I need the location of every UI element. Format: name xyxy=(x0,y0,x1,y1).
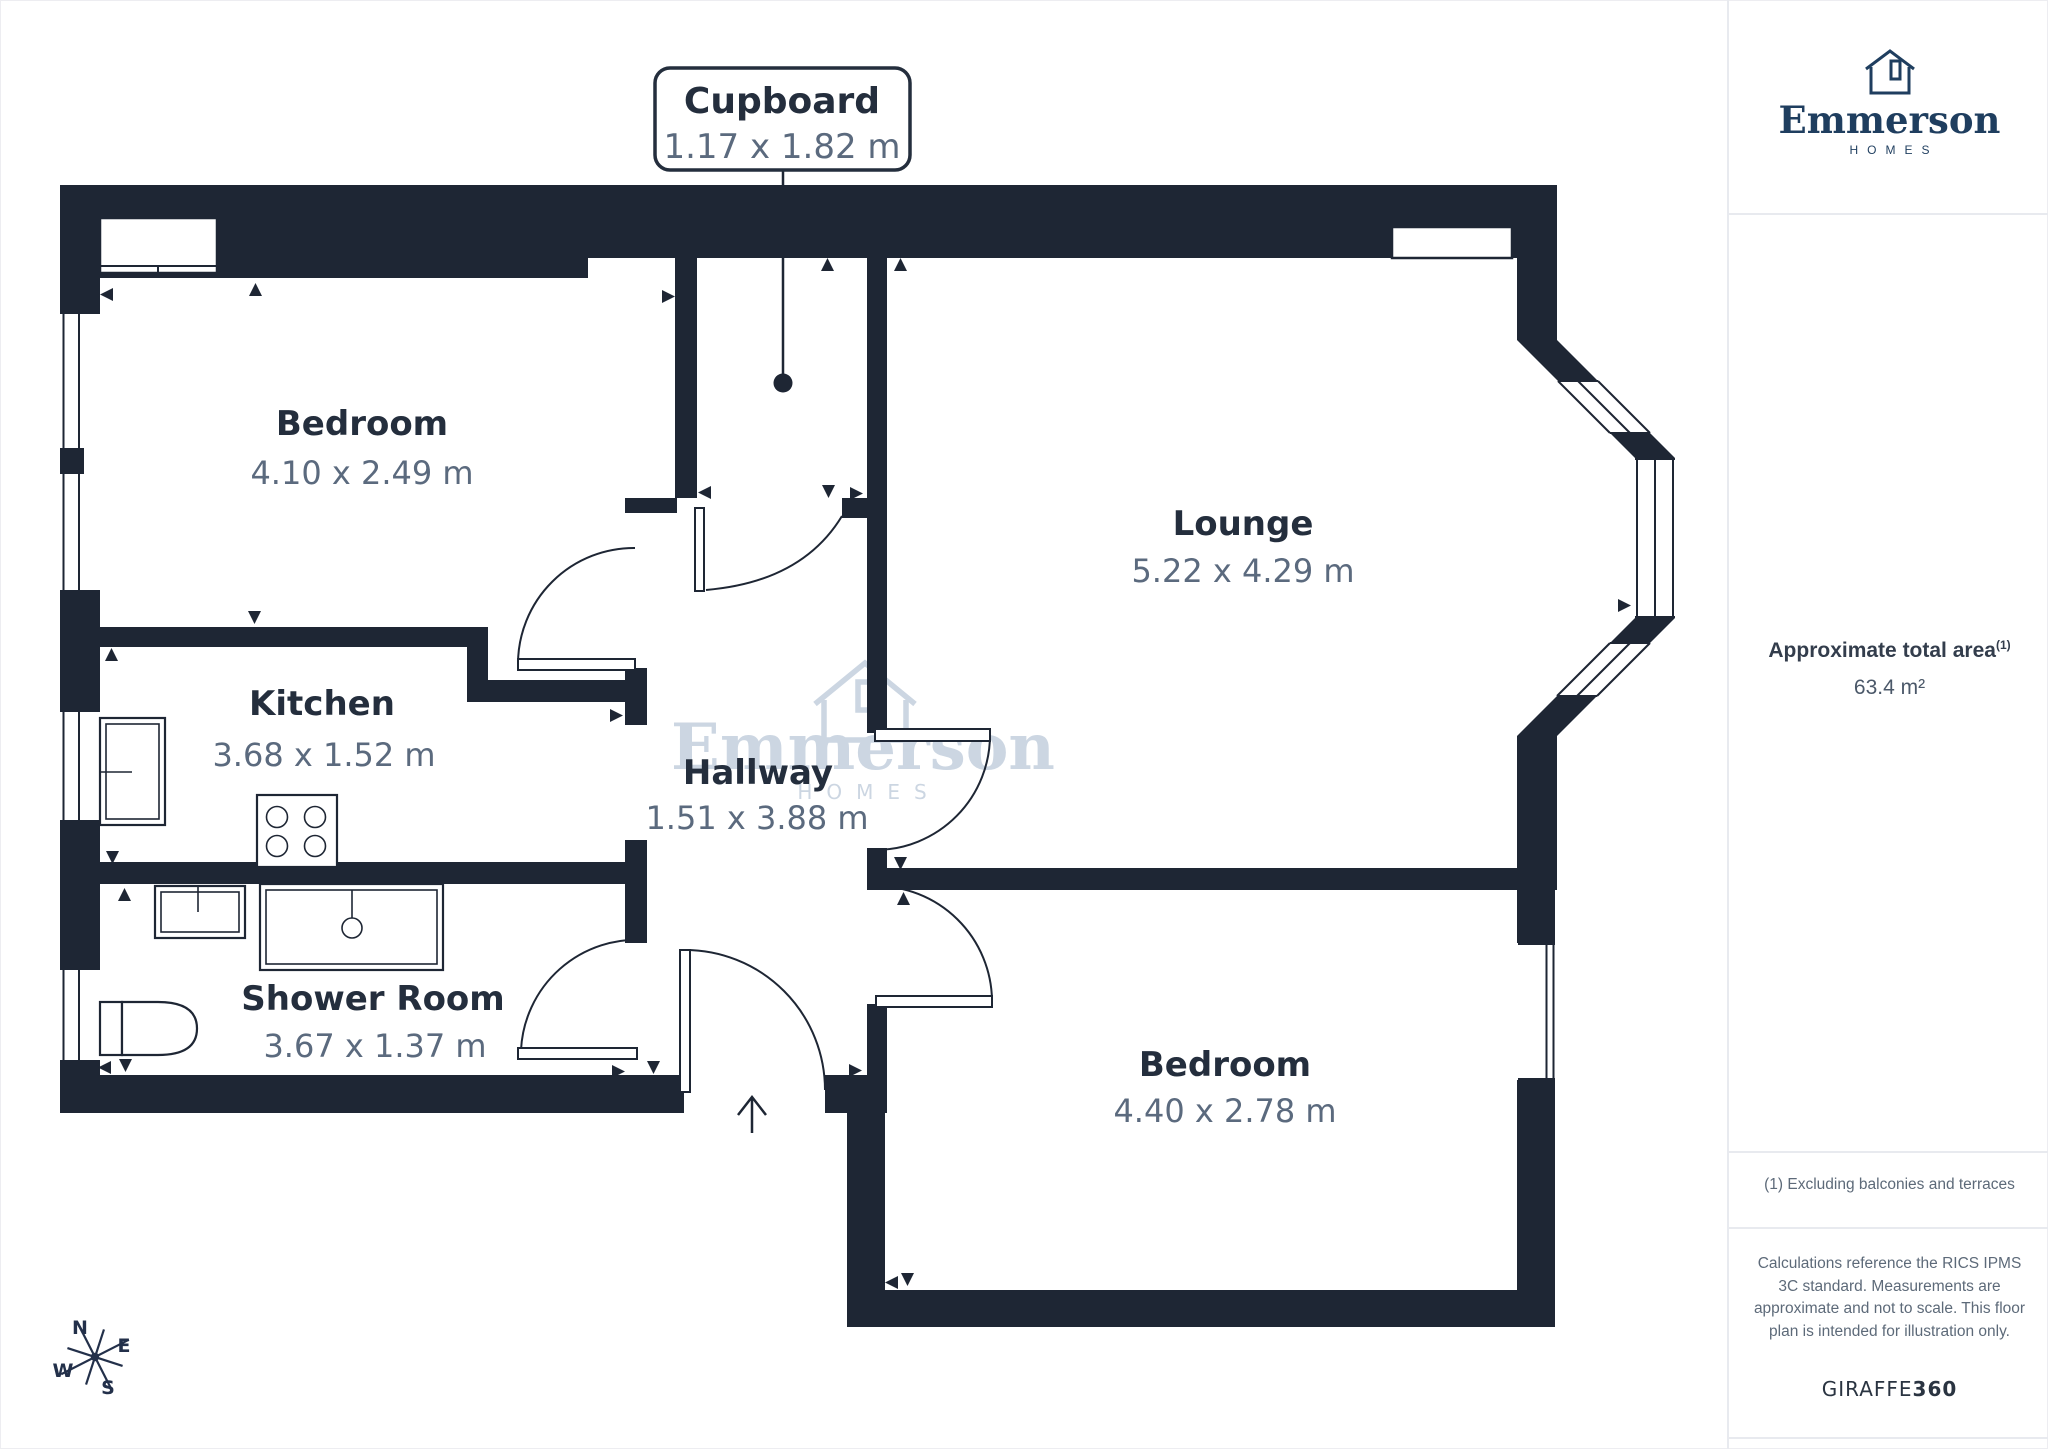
disclaimer-text: Calculations reference the RICS IPMS 3C … xyxy=(1753,1255,2026,1340)
entry-arrow xyxy=(737,1094,767,1133)
room-label-bedroom2: Bedroom xyxy=(1139,1045,1311,1085)
total-area-title: Approximate total area(1) xyxy=(1768,638,2011,662)
cupboard-leader-dot xyxy=(773,373,793,393)
door-cupboard xyxy=(694,507,843,592)
window-bay-lower xyxy=(1556,642,1651,697)
compass-w: W xyxy=(53,1360,74,1382)
door-bedroom1 xyxy=(517,546,636,671)
watermark: Emmerson HOMES xyxy=(671,659,1055,804)
sidebar-divider xyxy=(1729,1227,2048,1229)
watermark-brand: Emmerson xyxy=(671,710,1055,785)
kitchen-unit-icon xyxy=(98,716,167,827)
room-labels: Bedroom 4.10 x 2.49 m Kitchen 3.68 x 1.5… xyxy=(212,404,1354,1130)
room-dims-bedroom2: 4.40 x 2.78 m xyxy=(1113,1092,1336,1130)
company-logo: Emmerson HOMES xyxy=(1729,48,2048,157)
watermark-sub: HOMES xyxy=(797,780,940,804)
sink-icon xyxy=(153,884,247,940)
cupboard-dims: 1.17 x 1.82 m xyxy=(663,127,900,167)
room-label-kitchen: Kitchen xyxy=(249,684,395,724)
giraffe360-credit: GIRAFFE360 xyxy=(1821,1377,1958,1401)
sidebar-divider xyxy=(1729,1437,2048,1439)
compass-n: N xyxy=(72,1317,88,1339)
logo-sub-text: HOMES xyxy=(1849,143,1939,157)
room-label-lounge: Lounge xyxy=(1173,504,1314,544)
total-area-footnote-ref: (1) xyxy=(1995,638,2011,652)
sidebar-divider xyxy=(1729,1151,2048,1153)
room-dims-kitchen: 3.68 x 1.52 m xyxy=(212,736,435,774)
window-left-shower xyxy=(60,968,100,1062)
door-lounge xyxy=(874,728,991,851)
room-dims-hallway: 1.51 x 3.88 m xyxy=(645,799,868,837)
compass-e: E xyxy=(118,1335,131,1357)
opening-markers xyxy=(98,258,1631,1289)
logo-brand-text: Emmerson xyxy=(1778,98,2001,142)
logo-house-icon xyxy=(1864,49,1915,95)
window-left-bedroom xyxy=(60,312,100,592)
room-label-shower-room: Shower Room xyxy=(241,979,504,1019)
info-sidebar: Emmerson HOMES Approximate total area(1)… xyxy=(1727,0,2048,1449)
door-bedroom2 xyxy=(875,885,993,1008)
window-left-kitchen xyxy=(60,710,100,822)
stove-icon xyxy=(255,793,339,869)
compass-icon: N E W S xyxy=(53,1317,131,1399)
cupboard-name: Cupboard xyxy=(684,81,880,122)
fixtures xyxy=(98,716,445,1057)
footnote-text: (1) Excluding balconies and terraces xyxy=(1764,1176,2015,1193)
toilet-icon xyxy=(98,1000,199,1057)
window-top-left xyxy=(98,216,219,275)
sidebar-divider xyxy=(1729,213,2048,215)
room-dims-bedroom1: 4.10 x 2.49 m xyxy=(250,454,473,492)
room-label-bedroom1: Bedroom xyxy=(276,404,448,444)
room-label-hallway: Hallway xyxy=(683,753,833,793)
cupboard-callout: Cupboard 1.17 x 1.82 m xyxy=(653,66,912,393)
windows xyxy=(60,216,1675,1080)
window-bedroom2-right xyxy=(1518,943,1555,1080)
compass-s: S xyxy=(101,1377,115,1399)
door-shower-room xyxy=(517,938,646,1060)
shower-tray-icon xyxy=(258,882,445,972)
total-area-block: Approximate total area(1) 63.4 m² xyxy=(1729,638,2048,700)
room-dims-lounge: 5.22 x 4.29 m xyxy=(1131,552,1354,590)
doors xyxy=(517,507,993,1133)
total-area-value: 63.4 m² xyxy=(1853,676,1926,699)
room-dims-shower-room: 3.67 x 1.37 m xyxy=(263,1027,486,1065)
window-bay-upper xyxy=(1557,380,1651,434)
window-bay-middle xyxy=(1635,458,1675,618)
door-entrance xyxy=(679,949,826,1093)
window-top-right xyxy=(1390,225,1514,260)
cupboard-label-box xyxy=(653,66,912,172)
